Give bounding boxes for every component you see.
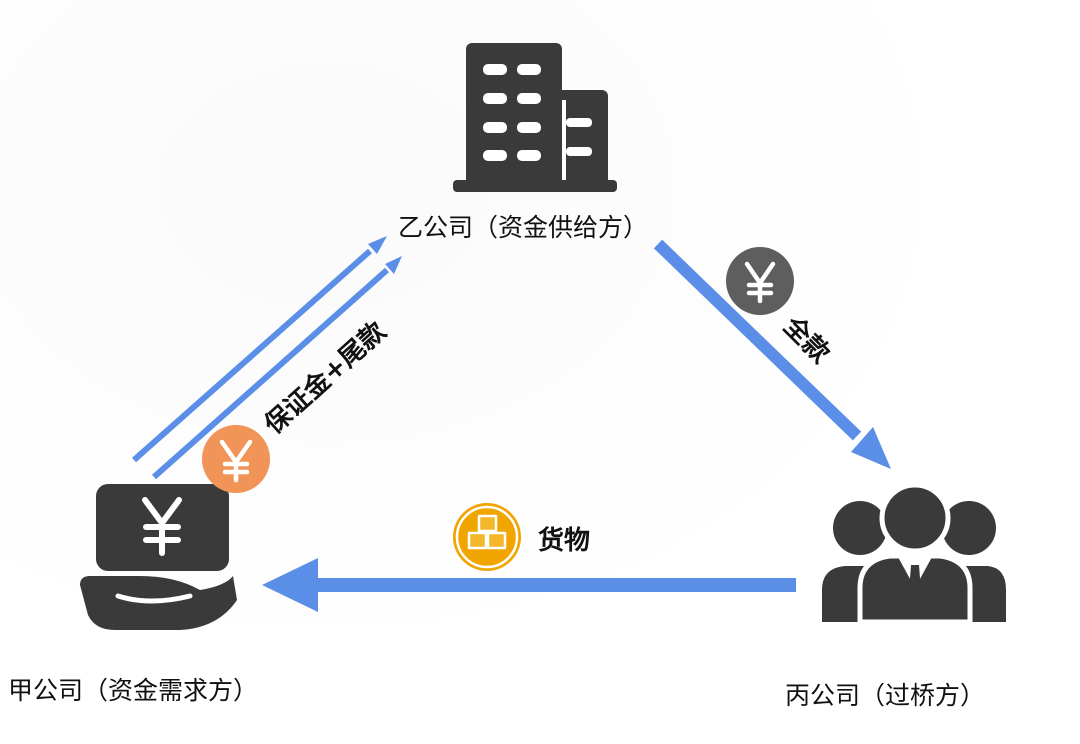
- yuan-coin-icon-deposit: [202, 425, 270, 493]
- deposit-arrows: [132, 236, 402, 480]
- full-payment-arrow: [653, 239, 891, 469]
- deposit-arrow-2: [152, 256, 402, 480]
- business-group-icon: [822, 482, 1006, 625]
- deposit-arrow-1: [132, 236, 387, 463]
- hand-holding-money-icon: [80, 484, 237, 630]
- goods-label: 货物: [538, 526, 591, 556]
- party-a-label: 甲公司（资金需求方）: [8, 676, 259, 705]
- party-b-label: 乙公司（资金供给方）: [398, 213, 649, 242]
- office-building-icon: [453, 43, 617, 192]
- party-c-label: 丙公司（过桥方）: [785, 681, 986, 710]
- goods-arrow: [262, 558, 796, 612]
- yuan-coin-icon-full: [726, 247, 794, 315]
- goods-boxes-icon: [453, 503, 521, 571]
